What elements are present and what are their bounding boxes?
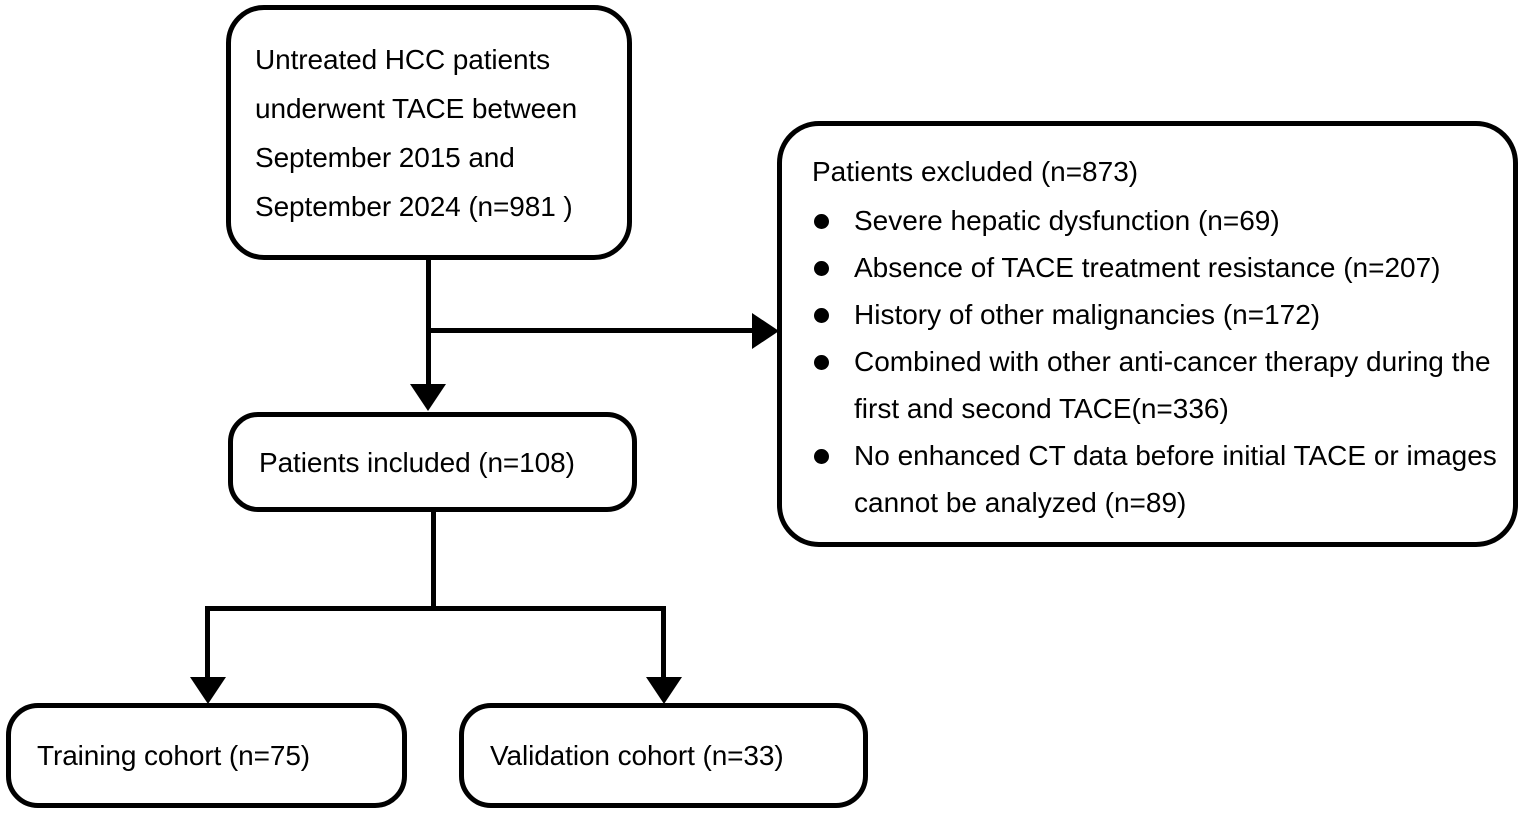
connector-included-trunk bbox=[431, 512, 436, 611]
list-item: History of other malignancies (n=172) bbox=[812, 291, 1505, 338]
exclusion-item-label: Severe hepatic dysfunction (n=69) bbox=[854, 205, 1280, 236]
bullet-icon bbox=[814, 214, 829, 229]
node-validation-cohort: Validation cohort (n=33) bbox=[459, 703, 868, 808]
connector-to-validation bbox=[661, 606, 666, 681]
arrowhead-down-icon bbox=[410, 384, 446, 411]
node-training-cohort: Training cohort (n=75) bbox=[6, 703, 407, 808]
node-patients-included-label: Patients included (n=108) bbox=[259, 446, 575, 478]
node-source-population-label: Untreated HCC patients underwent TACE be… bbox=[255, 43, 578, 222]
exclusion-item-label: History of other malignancies (n=172) bbox=[854, 299, 1321, 330]
connector-to-training bbox=[205, 606, 210, 681]
exclusion-criteria-list: Severe hepatic dysfunction (n=69) Absenc… bbox=[812, 197, 1505, 526]
node-training-cohort-label: Training cohort (n=75) bbox=[37, 740, 311, 771]
node-validation-cohort-label: Validation cohort (n=33) bbox=[490, 740, 784, 771]
exclusion-item-label: Absence of TACE treatment resistance (n=… bbox=[854, 252, 1441, 283]
list-item: No enhanced CT data before initial TACE … bbox=[812, 432, 1505, 526]
bullet-icon bbox=[814, 261, 829, 276]
bullet-icon bbox=[814, 449, 829, 464]
list-item: Severe hepatic dysfunction (n=69) bbox=[812, 197, 1505, 244]
node-patients-included: Patients included (n=108) bbox=[228, 412, 637, 512]
connector-source-to-included bbox=[426, 260, 431, 388]
exclusion-item-label: Combined with other anti-cancer therapy … bbox=[854, 346, 1491, 424]
node-patients-excluded: Patients excluded (n=873) Severe hepatic… bbox=[777, 121, 1518, 547]
excluded-content: Patients excluded (n=873) Severe hepatic… bbox=[782, 126, 1513, 526]
bullet-icon bbox=[814, 355, 829, 370]
excluded-heading: Patients excluded (n=873) bbox=[812, 156, 1139, 187]
connector-split-bar bbox=[205, 606, 666, 611]
arrowhead-down-icon bbox=[646, 677, 682, 704]
list-item: Absence of TACE treatment resistance (n=… bbox=[812, 244, 1505, 291]
arrowhead-down-icon bbox=[190, 677, 226, 704]
node-source-population: Untreated HCC patients underwent TACE be… bbox=[226, 5, 632, 260]
bullet-icon bbox=[814, 308, 829, 323]
exclusion-item-label: No enhanced CT data before initial TACE … bbox=[854, 440, 1497, 518]
list-item: Combined with other anti-cancer therapy … bbox=[812, 338, 1505, 432]
connector-source-to-excluded bbox=[426, 328, 755, 333]
arrowhead-right-icon bbox=[752, 313, 779, 349]
